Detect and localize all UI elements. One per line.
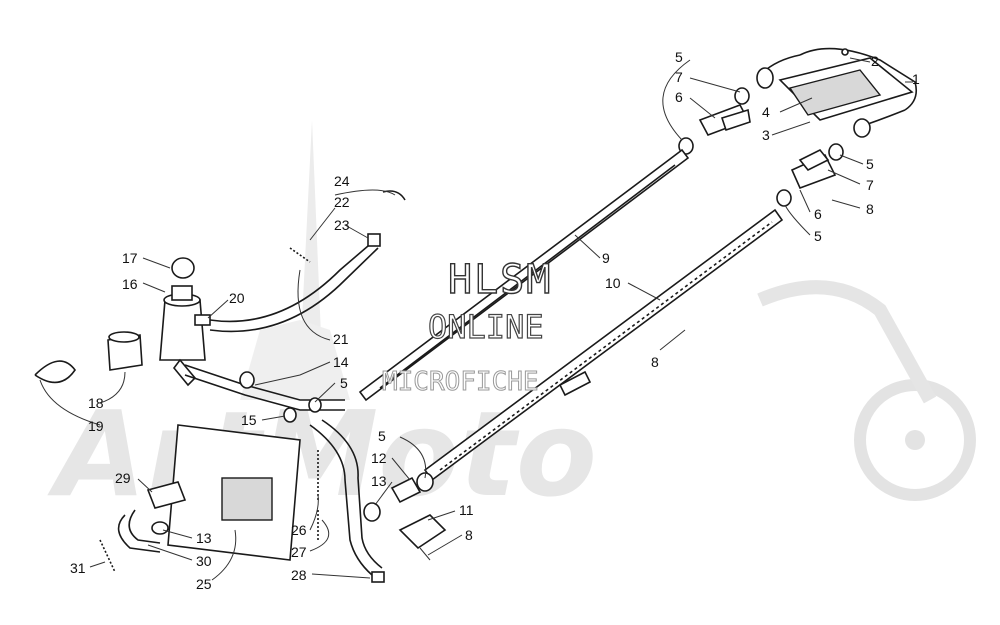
callout-21: 21 [333, 331, 349, 347]
callout-12: 12 [371, 450, 387, 466]
frame-shape [757, 280, 937, 404]
callout-6-b: 6 [814, 206, 822, 222]
lower-hoses [363, 472, 447, 561]
callout-19: 19 [88, 418, 104, 434]
watermark-line-1: HLSM [448, 257, 552, 303]
callout-20: 20 [229, 290, 245, 306]
callout-1: 1 [912, 71, 920, 87]
leader-lines [39, 57, 913, 581]
callout-13-b: 13 [196, 530, 212, 546]
heat-exchanger-rails [358, 148, 784, 482]
callout-14: 14 [333, 354, 349, 370]
watermark-text: HLSM ONLINE MICROFICHE [382, 256, 552, 397]
callout-27: 27 [291, 544, 307, 560]
callout-5-e: 5 [378, 428, 386, 444]
callout-10: 10 [605, 275, 621, 291]
callout-16: 16 [122, 276, 138, 292]
callout-15: 15 [241, 412, 257, 428]
callout-5-c: 5 [814, 228, 822, 244]
callout-5-a: 5 [675, 49, 683, 65]
wheel-hub-shape [905, 430, 925, 450]
bracket [34, 331, 143, 384]
background-watermark: ArtMoto [47, 120, 976, 523]
callout-4: 4 [762, 104, 770, 120]
callout-31: 31 [70, 560, 86, 576]
callout-30: 30 [196, 553, 212, 569]
callout-17: 17 [122, 250, 138, 266]
rail-9 [358, 148, 690, 402]
heat-exchanger-front [756, 47, 918, 138]
watermark-line-2: ONLINE [428, 308, 544, 346]
callout-26: 26 [291, 522, 307, 538]
callout-3: 3 [762, 127, 770, 143]
callout-23: 23 [334, 217, 350, 233]
coolant-reservoir [159, 257, 206, 387]
callout-9: 9 [602, 250, 610, 266]
watermark-line-3: MICROFICHE [382, 367, 539, 397]
callout-18: 18 [88, 395, 104, 411]
callout-7-a: 7 [675, 69, 683, 85]
callout-13-a: 13 [371, 473, 387, 489]
callout-8-a: 8 [866, 201, 874, 217]
callout-numbers: 1 2 3 4 5 7 6 5 7 8 6 5 9 10 8 24 22 23 … [70, 49, 920, 592]
building-shape [240, 320, 350, 400]
callout-25: 25 [196, 576, 212, 592]
callout-8-b: 8 [651, 354, 659, 370]
upper-hoses [678, 87, 844, 207]
callout-7-b: 7 [866, 177, 874, 193]
callout-22: 22 [334, 194, 350, 210]
callout-29: 29 [115, 470, 131, 486]
background-word: ArtMoto [47, 385, 597, 523]
callout-5-d: 5 [340, 375, 348, 391]
coolant-lines [184, 364, 385, 583]
callout-8-c: 8 [465, 527, 473, 543]
callout-11: 11 [459, 502, 474, 518]
callout-28: 28 [291, 567, 307, 583]
callout-2: 2 [871, 53, 879, 69]
spire-shape [300, 120, 322, 360]
panel-assembly [99, 424, 301, 573]
callout-6-a: 6 [675, 89, 683, 105]
callout-5-b: 5 [866, 156, 874, 172]
callout-24: 24 [334, 173, 350, 189]
